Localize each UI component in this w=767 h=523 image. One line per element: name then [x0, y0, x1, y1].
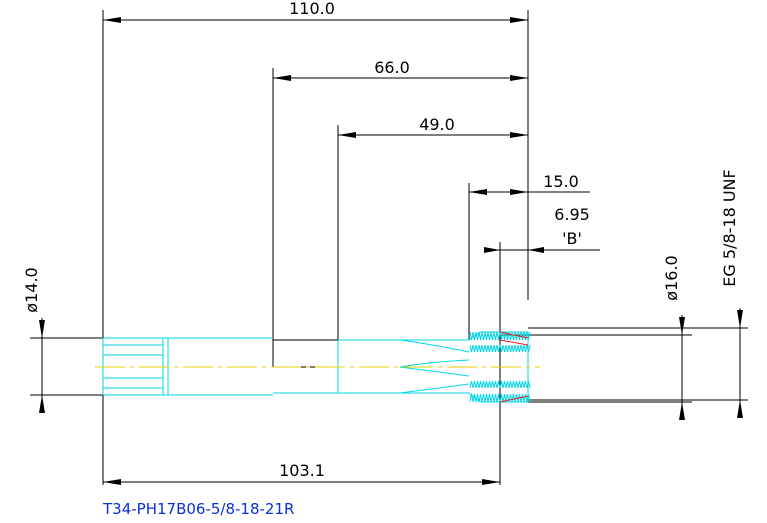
dimension-shank-diameter-text: ø14.0: [22, 267, 41, 312]
dimension-shank-diameter: ø14.0: [22, 267, 45, 413]
extension-lines: [30, 10, 748, 485]
dimension-695: 6.95 'B': [484, 205, 600, 253]
dimension-1031-text: 103.1: [279, 461, 325, 480]
chamfer-form-text: 'B': [562, 229, 582, 248]
part-number-text: T34-PH17B06-5/8-18-21R: [102, 500, 294, 518]
dimension-1031: 103.1: [103, 461, 500, 485]
dimension-thread-spec: EG 5/8-18 UNF: [720, 169, 743, 418]
dimension-overall-length-text: 110.0: [289, 0, 335, 18]
dimension-15: 15.0: [469, 172, 590, 195]
dimension-thread-spec-text: EG 5/8-18 UNF: [720, 169, 739, 286]
thread-teeth: [469, 331, 531, 403]
dimension-overall-length: 110.0: [103, 0, 528, 23]
dimension-15-text: 15.0: [543, 172, 579, 191]
dimension-66-text: 66.0: [374, 58, 410, 77]
dimension-major-diameter-text: ø16.0: [662, 255, 681, 300]
dimension-49-text: 49.0: [419, 115, 455, 134]
dimension-major-diameter: ø16.0: [662, 255, 685, 420]
dimension-49: 49.0: [338, 115, 528, 138]
chamfer-lines: [499, 331, 529, 403]
dimension-66: 66.0: [273, 58, 528, 81]
thread-tooth-profile: [469, 331, 531, 403]
dimension-695-text: 6.95: [554, 205, 590, 224]
